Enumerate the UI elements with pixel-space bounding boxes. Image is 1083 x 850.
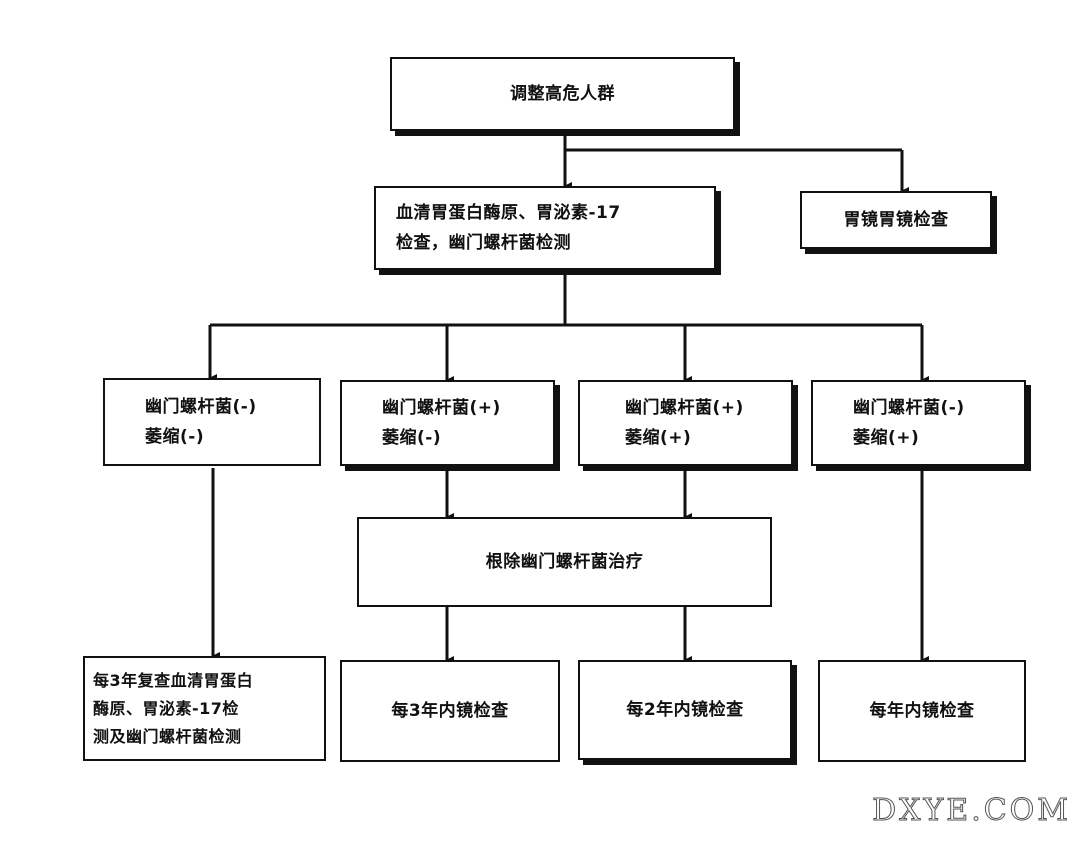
followup-box-annual-endoscopy: 每年内镜检查 [818, 660, 1026, 762]
followup-1-line-3: 测及幽门螺杆菌检测 [93, 726, 242, 746]
followup-3-label: 每2年内镜检查 [626, 700, 744, 720]
followup-box-2-year-endoscopy: 每2年内镜检查 [578, 660, 792, 760]
followup-1-line-2: 酶原、胃泌素-17检 [93, 698, 239, 718]
result-1-line-2: 萎缩(-) [145, 427, 205, 447]
high-risk-population-box: 调整高危人群 [390, 57, 735, 131]
high-risk-population-label: 调整高危人群 [510, 84, 615, 104]
serum-screening-line-2: 检查，幽门螺杆菌检测 [396, 233, 571, 253]
result-1-line-1: 幽门螺杆菌(-) [145, 397, 257, 417]
gastroscopy-label: 胃镜胃镜检查 [843, 210, 949, 230]
result-box-hp-positive-atrophy-positive: 幽门螺杆菌(+) 萎缩(+) [578, 380, 793, 466]
followup-box-3-year-serum: 每3年复查血清胃蛋白 酶原、胃泌素-17检 测及幽门螺杆菌检测 [83, 656, 326, 761]
result-3-line-2: 萎缩(+) [625, 428, 692, 448]
gastroscopy-box: 胃镜胃镜检查 [800, 191, 992, 249]
result-4-line-1: 幽门螺杆菌(-) [853, 398, 965, 418]
result-2-line-1: 幽门螺杆菌(+) [382, 398, 501, 418]
result-4-line-2: 萎缩(+) [853, 428, 920, 448]
watermark-logo: DXYE.COM [872, 793, 1071, 829]
result-box-hp-negative-atrophy-positive: 幽门螺杆菌(-) 萎缩(+) [811, 380, 1026, 466]
result-3-line-1: 幽门螺杆菌(+) [625, 398, 744, 418]
result-box-hp-negative-atrophy-negative: 幽门螺杆菌(-) 萎缩(-) [103, 378, 321, 466]
followup-1-line-1: 每3年复查血清胃蛋白 [93, 670, 254, 690]
serum-screening-line-1: 血清胃蛋白酶原、胃泌素-17 [396, 203, 621, 223]
followup-box-3-year-endoscopy: 每3年内镜检查 [340, 660, 560, 762]
result-box-hp-positive-atrophy-negative: 幽门螺杆菌(+) 萎缩(-) [340, 380, 555, 466]
result-2-line-2: 萎缩(-) [382, 428, 442, 448]
hp-eradication-treatment-label: 根除幽门螺杆菌治疗 [485, 552, 644, 572]
serum-screening-box: 血清胃蛋白酶原、胃泌素-17 检查，幽门螺杆菌检测 [374, 186, 716, 270]
hp-eradication-treatment-box: 根除幽门螺杆菌治疗 [357, 517, 772, 607]
followup-2-label: 每3年内镜检查 [391, 701, 509, 721]
followup-4-label: 每年内镜检查 [869, 701, 975, 721]
